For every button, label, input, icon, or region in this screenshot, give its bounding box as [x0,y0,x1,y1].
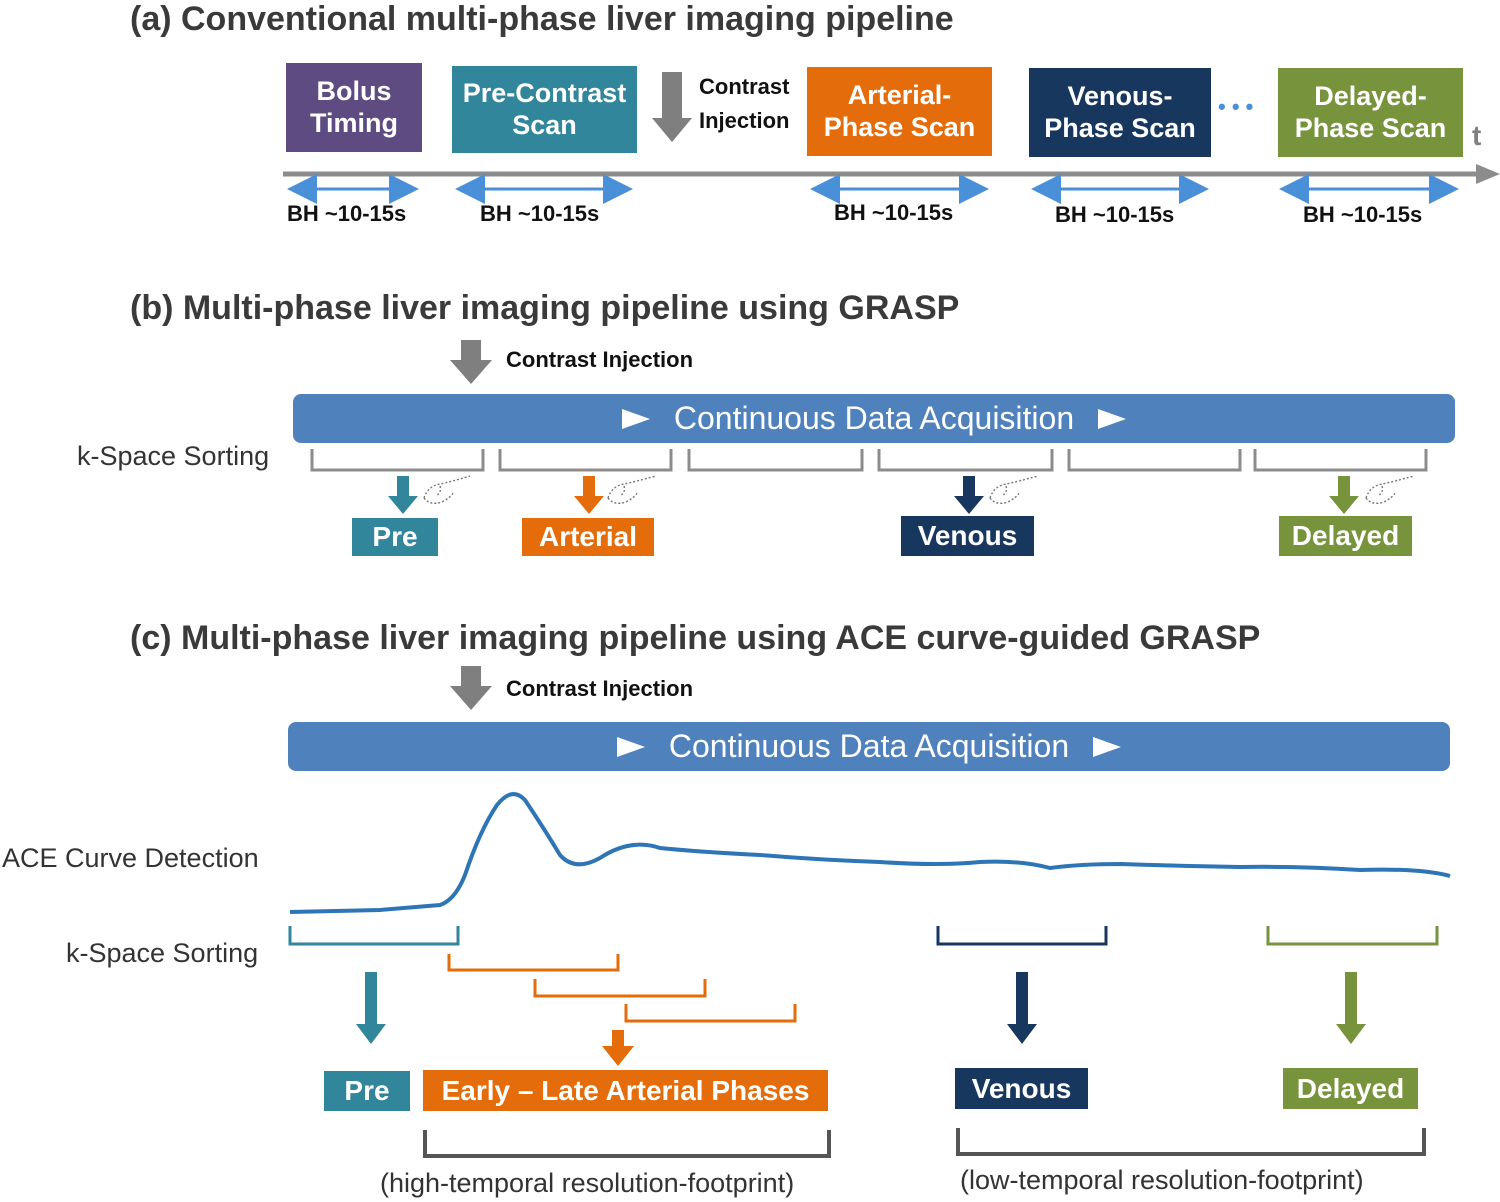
box-line1: Venous- [1067,80,1173,111]
panel-b-title: (b) Multi-phase liver imaging pipeline u… [130,289,960,327]
venous-phase-scan-box: Venous-Phase Scan [1029,68,1211,157]
contrast-arrow-a [652,72,692,142]
box-line2: Scan [512,109,577,140]
delayed-phase-scan-box: Delayed-Phase Scan [1278,68,1463,157]
arrow-venous-c [1007,972,1037,1044]
footprint-high-label: (high-temporal resolution-footprint) [380,1168,795,1198]
contrast-label-c: Contrast Injection [506,676,694,701]
bh-label: BH ~10-15s [287,201,407,226]
kspace-label-c: k-Space Sorting [66,938,259,968]
box-line2: Phase Scan [823,111,976,142]
arrow-delayed-b [1329,476,1359,514]
panel-c-title: (c) Multi-phase liver imaging pipeline u… [130,619,1261,657]
hand-icon [423,475,1415,505]
bh-label: BH ~10-15s [1303,202,1423,227]
phase-pre-c: Pre [324,1071,410,1111]
kspace-brackets-c [288,926,1439,1023]
bh-label: BH ~10-15s [1055,202,1175,227]
play-icon [1093,736,1122,757]
bh-label: BH ~10-15s [480,201,600,226]
phase-delayed-b: Delayed [1279,516,1412,556]
arrow-delayed-c [1336,972,1366,1044]
kspace-label-b: k-Space Sorting [77,441,270,471]
box-line2: Phase Scan [1044,112,1196,143]
phase-pre-b: Pre [352,518,438,556]
play-icon [616,736,645,757]
kspace-brackets-b [310,449,1428,472]
play-icon [1098,408,1127,429]
arrow-arterial-b [574,476,604,514]
panel-a-title: (a) Conventional multi-phase liver imagi… [130,0,954,38]
play-icon [621,408,650,429]
bh-label: BH ~10-15s [834,200,954,225]
arterial-phase-scan-box: Arterial-Phase Scan [807,67,992,156]
phase-arterial-c: Early – Late Arterial Phases [423,1070,828,1111]
contrast-arrow-c [450,666,492,710]
contrast-label-a-line1: Contrast [699,74,790,99]
arrow-venous-b [954,476,984,514]
box-line1: Delayed- [1314,80,1427,111]
box-line1: Arterial- [847,79,952,110]
acquisition-bar-b: Continuous Data Acquisition [293,394,1455,443]
ace-curve-label: ACE Curve Detection [2,843,259,873]
footprint-low-label: (low-temporal resolution-footprint) [960,1165,1364,1195]
box-line1: Pre-Contrast [462,77,627,108]
arrow-arterial-c [602,1030,634,1066]
ellipsis: • • • [1218,94,1254,119]
acquisition-label: Continuous Data Acquisition [673,400,1075,436]
acquisition-bar-c: Continuous Data Acquisition [288,722,1450,771]
phase-venous-c: Venous [955,1068,1088,1109]
box-line1: Bolus [316,75,392,106]
time-label: t [1472,120,1482,151]
ace-curve [289,792,1451,914]
contrast-label-b: Contrast Injection [506,347,694,372]
phase-arterial-b: Arterial [522,518,654,556]
box-line2: Timing [309,107,398,138]
arrow-pre-b [388,476,418,514]
arrow-pre-c [356,972,386,1044]
phase-delayed-c: Delayed [1283,1068,1418,1109]
footprint-brackets [423,1128,1426,1158]
phase-venous-b: Venous [901,516,1034,556]
acquisition-label: Continuous Data Acquisition [668,728,1070,764]
timeline-axis [283,164,1500,184]
contrast-label-a-line2: Injection [699,108,790,133]
box-line2: Phase Scan [1294,112,1447,143]
contrast-arrow-b [450,340,492,384]
